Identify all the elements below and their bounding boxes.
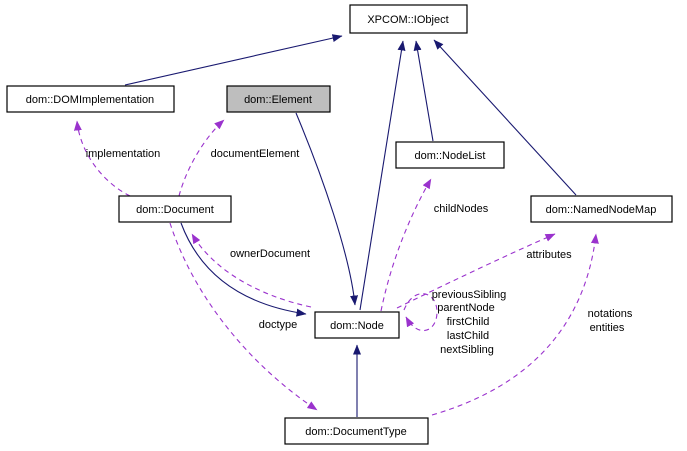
edge-inherits-domimplementation-iobject bbox=[124, 34, 343, 86]
edge-label-nextsibling: nextSibling bbox=[440, 344, 494, 356]
class-label: XPCOM::IObject bbox=[367, 14, 448, 26]
edge-usage-implementation bbox=[73, 120, 131, 197]
class-box-highlighted bbox=[226, 85, 331, 113]
class-box bbox=[284, 417, 429, 445]
class-node-dom-domimplementation[interactable]: dom::DOMImplementation bbox=[6, 85, 175, 113]
edge-usage-doctype bbox=[169, 222, 318, 411]
edge-inherits-node-iobject bbox=[359, 40, 406, 311]
class-label: dom::DOMImplementation bbox=[26, 94, 154, 106]
class-box bbox=[118, 195, 232, 223]
class-node-dom-node[interactable]: dom::Node bbox=[314, 311, 400, 339]
edge-label-childnodes: childNodes bbox=[434, 203, 489, 215]
edge-label-ownerdocument: ownerDocument bbox=[230, 248, 310, 260]
class-node-dom-document[interactable]: dom::Document bbox=[118, 195, 232, 223]
edge-label-lastchild: lastChild bbox=[447, 330, 489, 342]
class-node-xpcom-iobject[interactable]: XPCOM::IObject bbox=[349, 4, 468, 34]
class-label: dom::NodeList bbox=[415, 150, 486, 162]
edge-usage-documentelement bbox=[178, 119, 225, 197]
edge-inherits-element-node bbox=[295, 112, 359, 306]
class-box bbox=[395, 141, 505, 169]
class-label: dom::NamedNodeMap bbox=[546, 204, 657, 216]
class-node-dom-nodelist[interactable]: dom::NodeList bbox=[395, 141, 505, 169]
class-node-dom-element[interactable]: dom::Element bbox=[226, 85, 331, 113]
edge-label-notations: notations bbox=[588, 308, 633, 320]
edge-label-parentnode: parentNode bbox=[437, 302, 495, 314]
edge-usage-childnodes bbox=[380, 178, 432, 312]
class-label: dom::Node bbox=[330, 320, 384, 332]
class-box bbox=[6, 85, 175, 113]
class-box bbox=[314, 311, 400, 339]
edge-usage-node-self-loop bbox=[403, 293, 438, 332]
edge-label-previoussibling: previousSibling bbox=[432, 289, 507, 301]
edge-label-documentelement: documentElement bbox=[211, 148, 300, 160]
class-node-dom-namednodemap[interactable]: dom::NamedNodeMap bbox=[530, 195, 673, 223]
edge-usage-notations-entities bbox=[431, 233, 599, 416]
edge-label-attributes: attributes bbox=[526, 249, 572, 261]
edge-label-entities: entities bbox=[590, 322, 625, 334]
class-label: dom::Element bbox=[244, 94, 312, 106]
edge-usage-attributes bbox=[396, 233, 556, 309]
edge-inherits-nodelist-iobject bbox=[413, 40, 434, 142]
class-label: dom::DocumentType bbox=[305, 426, 407, 438]
edge-label-doctype: doctype bbox=[259, 319, 298, 331]
class-box bbox=[349, 4, 468, 34]
class-box bbox=[530, 195, 673, 223]
class-node-dom-documenttype[interactable]: dom::DocumentType bbox=[284, 417, 429, 445]
class-label: dom::Document bbox=[136, 204, 214, 216]
edge-inherits-document-node bbox=[180, 222, 307, 317]
edge-usage-ownerdocument bbox=[191, 233, 312, 308]
edge-label-firstchild: firstChild bbox=[447, 316, 490, 328]
edge-label-implementation: implementation bbox=[86, 148, 161, 160]
edge-inherits-namednodemap-iobject bbox=[433, 39, 577, 196]
